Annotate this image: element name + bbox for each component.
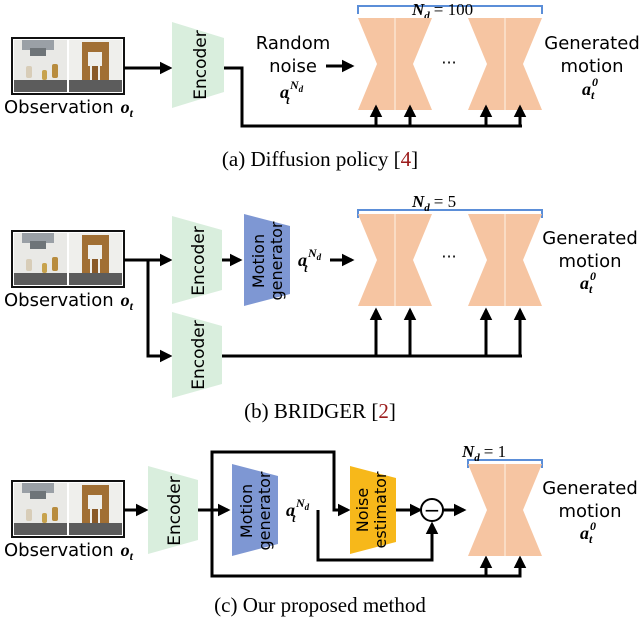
motion-generator-block — [232, 464, 278, 556]
encoder-block — [172, 22, 224, 108]
output-label-line2: motion — [558, 501, 621, 522]
diffusion-step-block — [467, 463, 543, 557]
ellipsis: ··· — [441, 247, 456, 266]
noise-label-line2: noise — [269, 56, 317, 77]
diffusion-step-block-last — [467, 213, 543, 307]
encoder-label: Encoder — [165, 476, 185, 546]
noise-estimator-block — [350, 466, 396, 554]
diffusion-step-block-first — [357, 213, 433, 307]
observation-image — [11, 230, 125, 288]
condition-line — [224, 66, 522, 128]
output-label-line1: Generated — [542, 228, 638, 249]
encoder-to-estimator-line — [210, 450, 351, 517]
caption-a: (a) Diffusion policy [4] — [222, 147, 418, 171]
estimator-label-line1: Noise — [353, 488, 372, 532]
steps-label: Nd= 5 — [411, 192, 456, 214]
encoder2-block — [172, 312, 222, 398]
ellipsis: ··· — [441, 53, 456, 72]
step-bracket — [357, 5, 543, 14]
observation-image — [11, 37, 125, 95]
caption-b: (b) BRIDGER [2] — [244, 399, 396, 423]
encoder-label: Encoder — [189, 226, 209, 296]
generator-label-line1: Motion — [249, 234, 268, 288]
observation-image — [11, 480, 125, 538]
generator-label-line1: Motion — [237, 484, 256, 538]
encoder2-label: Encoder — [189, 320, 209, 390]
observation-to-encoder2-arrow — [146, 260, 173, 363]
motion-generator-block — [244, 214, 290, 306]
steps-label: Nd= 100 — [411, 0, 473, 22]
output-label-line1: Generated — [542, 478, 638, 499]
diffusion-step-block-first — [357, 17, 433, 111]
generator-label-line2: generator — [255, 471, 274, 550]
noisy-action-to-minus-arrow — [316, 510, 439, 562]
output-label-line2: motion — [558, 251, 621, 272]
encoder-block — [148, 466, 198, 554]
diffusion-step-block-last — [467, 17, 543, 111]
estimator-label-line2: estimator — [371, 471, 390, 548]
encoder-label: Encoder — [191, 30, 211, 100]
noise-label-line1: Random — [256, 33, 331, 54]
steps-label: Nd= 1 — [461, 442, 506, 464]
condition-line — [210, 510, 527, 578]
output-label-line2: motion — [560, 56, 623, 77]
encoder-block — [172, 216, 222, 304]
output-label-line1: Generated — [544, 33, 640, 54]
generator-label-line2: generator — [267, 221, 286, 300]
minus-symbol: − — [424, 498, 441, 522]
caption-c: (c) Our proposed method — [214, 593, 426, 617]
